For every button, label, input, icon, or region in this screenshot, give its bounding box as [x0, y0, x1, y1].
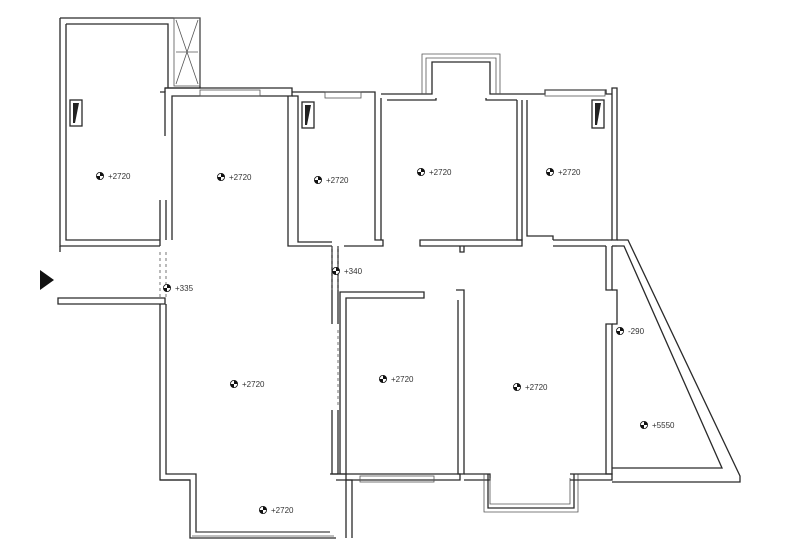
elevation-label: +2720: [391, 375, 414, 384]
elevation-marker: +2720: [378, 374, 414, 384]
elevation-label: +2720: [229, 173, 252, 182]
elevation-marker: +2720: [229, 379, 265, 389]
shaft-symbols: [69, 99, 605, 129]
elevation-marker: +2720: [313, 175, 349, 185]
elevation-label: +2720: [326, 176, 349, 185]
elevation-label: +335: [175, 284, 194, 293]
elevation-label: +2720: [242, 380, 265, 389]
elevation-label: +2720: [558, 168, 581, 177]
elevation-label: -290: [628, 327, 645, 336]
elevation-label: +2720: [429, 168, 452, 177]
elevation-marker: +2720: [96, 171, 131, 181]
elevation-marker: +2720: [546, 167, 581, 177]
elevation-markers: +2720 +2720 +2720 +2720 +2720 +335 +340 +2720 +2…: [96, 167, 675, 515]
elevation-marker: +335: [162, 283, 194, 293]
elevation-label: +5550: [652, 421, 675, 430]
elevation-marker: +2720: [216, 172, 252, 182]
elevation-marker: -290: [616, 326, 645, 336]
elevation-marker: +2720: [416, 167, 452, 177]
elevation-marker: +5550: [640, 420, 675, 430]
elevation-label: +2720: [271, 506, 294, 515]
elevation-label: +340: [344, 267, 363, 276]
elevation-marker: +2720: [258, 505, 294, 515]
entry-arrow-icon: [40, 270, 54, 290]
walls: [57, 17, 741, 539]
elevation-marker: +2720: [513, 382, 548, 392]
elevation-marker: +340: [331, 266, 363, 276]
elevation-label: +2720: [108, 172, 131, 181]
elevation-label: +2720: [525, 383, 548, 392]
